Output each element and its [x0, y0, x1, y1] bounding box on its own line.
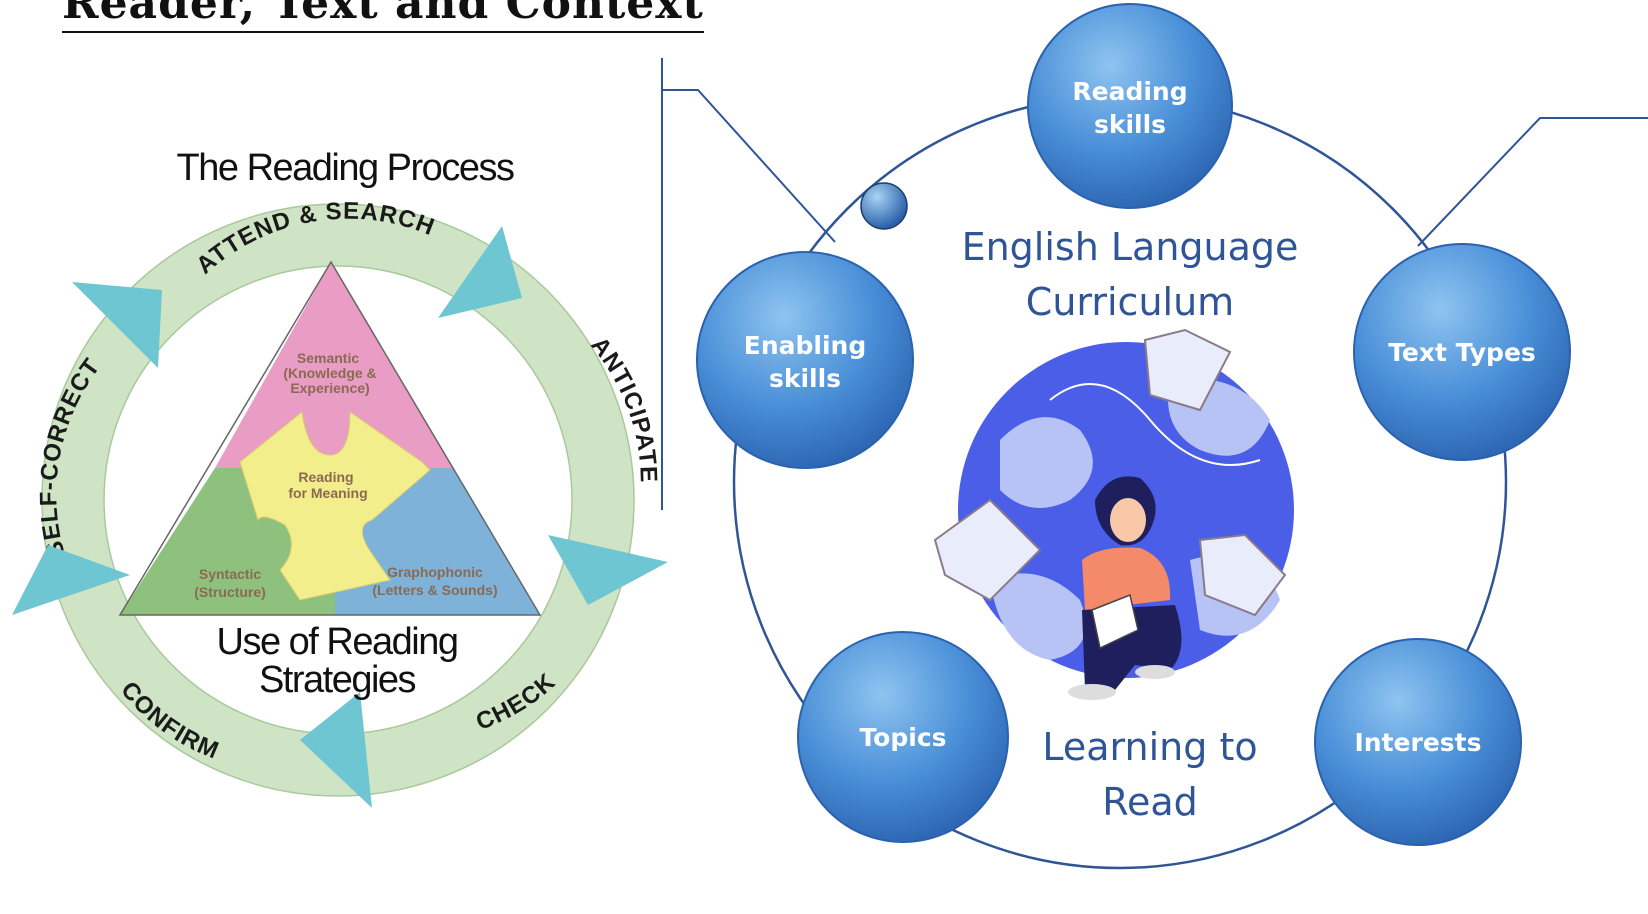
- book-left: [933, 498, 1042, 602]
- ring-arrow-right: [548, 535, 668, 605]
- learning-label-2: Read: [1102, 780, 1197, 824]
- bubble-topics: Topics: [797, 631, 1009, 843]
- enabling-skills-label-2: skills: [769, 364, 841, 393]
- connector-right: [1417, 117, 1648, 247]
- strategies-label-1: Use of Reading: [217, 621, 458, 663]
- reading-process-heading: The Reading Process: [177, 147, 514, 189]
- ring-arrow-bottom: [300, 692, 372, 808]
- small-connector-ball: [860, 182, 908, 230]
- interests-label: Interests: [1354, 728, 1481, 757]
- globe-land-1: [1000, 417, 1093, 508]
- graphophonic-label-1: Graphophonic: [387, 564, 483, 580]
- globe-land-3: [990, 573, 1086, 660]
- girl-reading-figure: [1068, 476, 1182, 700]
- bubble-interests: Interests: [1314, 638, 1522, 846]
- strategies-label-2: Strategies: [259, 659, 416, 701]
- text-types-label: Text Types: [1388, 338, 1536, 367]
- reading-skills-label-2: skills: [1094, 110, 1166, 139]
- center-label-2: for Meaning: [288, 485, 367, 501]
- ring-arrow-left: [12, 545, 130, 615]
- graphophonic-label-2: (Letters & Sounds): [372, 582, 497, 598]
- center-label-1: Reading: [298, 469, 353, 485]
- book-right: [1198, 533, 1287, 617]
- strategy-triangle: [118, 260, 542, 616]
- page-title: Reader, Text and Context: [62, 0, 704, 33]
- semantic-section: [215, 262, 453, 468]
- bubble-enabling-skills: Enabling skills: [696, 251, 914, 469]
- reading-skills-label-1: Reading: [1072, 77, 1187, 106]
- bubble-reading-skills: Reading skills: [1027, 3, 1233, 209]
- enabling-skills-label-1: Enabling: [744, 331, 866, 360]
- ring-arrow-top-right: [438, 226, 522, 318]
- syntactic-label-1: Syntactic: [199, 566, 261, 582]
- curriculum-title-1: English Language: [962, 225, 1299, 269]
- curriculum-diagram: English Language Curriculum Learning to …: [696, 3, 1571, 870]
- ring-arrow-top-left: [72, 282, 162, 368]
- semantic-label-1: Semantic: [297, 350, 359, 366]
- curriculum-title-2: Curriculum: [1026, 280, 1234, 324]
- semantic-label-3: Experience): [290, 380, 369, 396]
- syntactic-label-2: (Structure): [194, 584, 266, 600]
- center-puzzle: [239, 411, 431, 601]
- book-top: [1143, 328, 1232, 412]
- topics-label: Topics: [859, 723, 946, 752]
- globe-swirl: [1049, 383, 1261, 466]
- connector-left: [662, 89, 836, 243]
- learning-label-1: Learning to: [1042, 725, 1257, 769]
- globe-illustration: [933, 328, 1294, 700]
- process-ring-outer-edge: [41, 203, 635, 797]
- reading-process-diagram: The Reading Process ATTEND & SEARCH ANTI…: [12, 147, 668, 808]
- bubble-text-types: Text Types: [1353, 243, 1571, 461]
- semantic-label-2: (Knowledge &: [283, 365, 376, 381]
- triangle-outline: [118, 260, 542, 616]
